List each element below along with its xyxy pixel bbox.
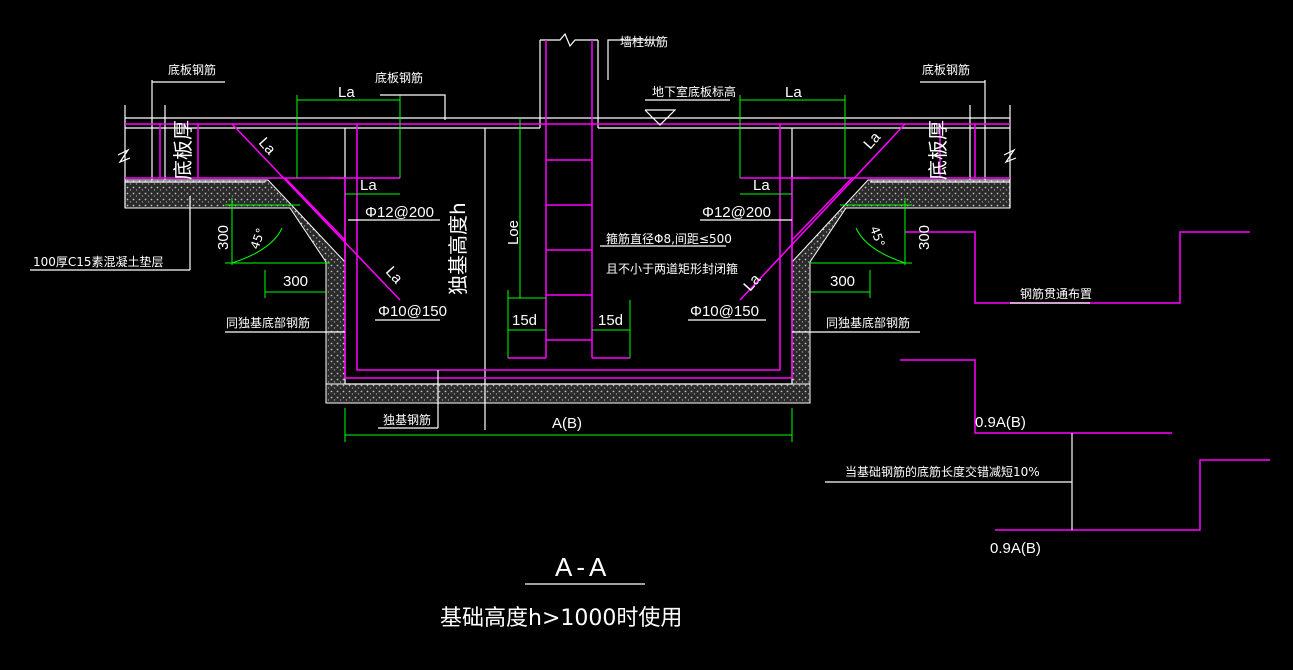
- dimension-lines: [225, 95, 912, 442]
- dim-w300-right: 300: [830, 273, 855, 290]
- dim-angle-left: 45°: [248, 226, 268, 251]
- dim-bar-10-right: Φ10@150: [690, 303, 759, 320]
- dim-ab90-top: 0.9A(B): [975, 414, 1026, 431]
- dim-ab90-bottom: 0.9A(B): [990, 540, 1041, 557]
- dim-la-top-right: La: [785, 84, 802, 101]
- section-title: A-A: [555, 552, 610, 582]
- label-stirrup-note-1: 箍筋直径Φ8,间距≤500: [606, 231, 732, 246]
- label-slab-rebar-center: 底板钢筋: [375, 70, 423, 85]
- label-same-footing-bottom-right: 同独基底部钢筋: [826, 315, 910, 330]
- dim-la-diag-right-low: La: [740, 270, 764, 294]
- label-footing-height: 独基高度h: [446, 202, 470, 295]
- slab-outline: [117, 32, 1017, 430]
- label-slab-thickness-right: 底板厚: [926, 120, 950, 180]
- dim-w300-left: 300: [283, 273, 308, 290]
- dim-bar-10-left: Φ10@150: [378, 303, 447, 320]
- rebar: [125, 40, 1270, 531]
- dim-angle-right: 45°: [867, 224, 887, 249]
- dim-loe: Loe: [505, 220, 522, 245]
- label-reduction-note: 当基础钢筋的底筋长度交错减短10%: [845, 464, 1040, 479]
- label-slab-thickness-left: 底板厚: [171, 120, 195, 180]
- dim-bar-12-left: Φ12@200: [365, 204, 434, 221]
- dim-h300-left: 300: [215, 225, 232, 250]
- dim-h300-right: 300: [916, 225, 933, 250]
- section-subtitle: 基础高度h>1000时使用: [440, 606, 682, 631]
- dim-bar-12-right: Φ12@200: [702, 204, 771, 221]
- label-slab-rebar-left: 底板钢筋: [168, 62, 216, 77]
- label-slab-rebar-right: 底板钢筋: [922, 62, 970, 77]
- label-rebar-through: 钢筋贯通布置: [1020, 286, 1092, 301]
- dim-la-diag-left: La: [255, 134, 279, 158]
- label-same-footing-bottom-left: 同独基底部钢筋: [226, 315, 310, 330]
- dim-la-mid-left: La: [360, 177, 377, 194]
- dim-15d-right: 15d: [598, 312, 623, 329]
- concrete-cushion: [124, 179, 1011, 404]
- label-footing-rebar: 独基钢筋: [383, 412, 431, 427]
- label-stirrup-note-2: 且不小于两道矩形封闭箍: [606, 261, 738, 276]
- label-cushion-layer: 100厚C15素混凝土垫层: [33, 254, 164, 269]
- label-basement-slab-elevation: 地下室底板标高: [652, 84, 736, 99]
- label-wall-column-rebar: 墙柱纵筋: [620, 34, 668, 49]
- dim-15d-left: 15d: [512, 312, 537, 329]
- dim-la-mid-right: La: [753, 177, 770, 194]
- dim-la-top-left: La: [338, 84, 355, 101]
- leader-lines: [30, 39, 1090, 585]
- dim-width-ab: A(B): [552, 415, 582, 432]
